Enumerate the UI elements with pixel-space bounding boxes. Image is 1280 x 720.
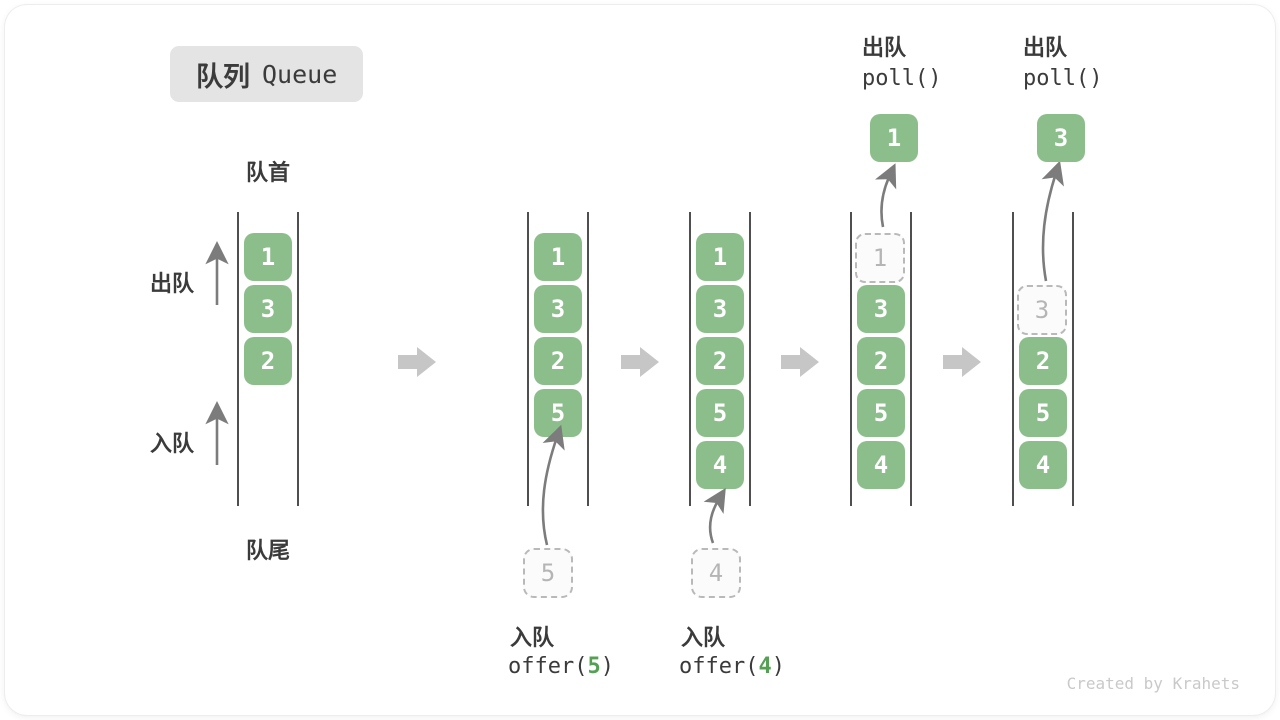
queue-cell: 2 — [244, 337, 292, 385]
queue-state-after-poll-3: 3 2 5 4 — [1012, 212, 1074, 506]
offer-op-label: 入队 — [681, 625, 726, 650]
queue-cell: 3 — [244, 285, 292, 333]
queue-cell-ghost: 3 — [1017, 285, 1067, 335]
pending-cell: 5 — [523, 548, 573, 598]
poll-op-label: 出队 — [862, 35, 907, 60]
queue-cell: 2 — [1019, 337, 1067, 385]
code-suffix: ) — [600, 654, 614, 679]
queue-cell: 2 — [534, 337, 582, 385]
queue-cell: 4 — [1019, 441, 1067, 489]
enqueue-direction-label: 入队 — [150, 431, 195, 456]
poll-op-code: poll() — [862, 66, 942, 91]
queue-rear-label: 队尾 — [245, 538, 290, 563]
poll-op-label: 出队 — [1023, 35, 1068, 60]
queue-cell: 2 — [857, 337, 905, 385]
title-zh: 队列 — [196, 61, 250, 92]
transition-arrow-icon — [398, 345, 436, 379]
offer-op-code: offer(5) — [508, 654, 614, 679]
watermark: Created by Krahets — [1066, 674, 1240, 693]
queue-cell: 3 — [696, 285, 744, 333]
queue-cell: 3 — [857, 285, 905, 333]
queue-state-after-offer-5: 1 3 2 5 — [527, 212, 589, 506]
queue-cell: 2 — [696, 337, 744, 385]
offer-op-code: offer(4) — [679, 654, 785, 679]
queue-cell: 1 — [534, 233, 582, 281]
queue-state-after-poll-1: 1 3 2 5 4 — [850, 212, 912, 506]
queue-state-after-offer-4: 1 3 2 5 4 — [689, 212, 751, 506]
queue-state-initial: 1 3 2 — [237, 212, 299, 506]
queue-cell: 5 — [857, 389, 905, 437]
queue-cell: 4 — [857, 441, 905, 489]
queue-cell: 5 — [1019, 389, 1067, 437]
queue-cell-ghost: 1 — [855, 233, 905, 283]
queue-cell: 1 — [696, 233, 744, 281]
popped-cell: 3 — [1037, 114, 1085, 162]
queue-cell: 5 — [696, 389, 744, 437]
queue-front-label: 队首 — [245, 160, 290, 185]
transition-arrow-icon — [621, 345, 659, 379]
code-suffix: ) — [771, 654, 785, 679]
dequeue-direction-label: 出队 — [150, 271, 195, 296]
title-en: Queue — [262, 59, 338, 89]
code-arg: 5 — [587, 654, 601, 679]
offer-op-label: 入队 — [510, 625, 555, 650]
queue-cell: 5 — [534, 389, 582, 437]
diagram-title: 队列 Queue — [170, 46, 364, 102]
transition-arrow-icon — [781, 345, 819, 379]
queue-cell: 3 — [534, 285, 582, 333]
code-prefix: offer( — [679, 654, 759, 679]
code-arg: 4 — [758, 654, 772, 679]
pending-cell: 4 — [691, 548, 741, 598]
popped-cell: 1 — [870, 114, 918, 162]
queue-cell: 1 — [244, 233, 292, 281]
transition-arrow-icon — [943, 345, 981, 379]
queue-cell: 4 — [696, 441, 744, 489]
poll-op-code: poll() — [1023, 66, 1103, 91]
code-prefix: offer( — [508, 654, 588, 679]
